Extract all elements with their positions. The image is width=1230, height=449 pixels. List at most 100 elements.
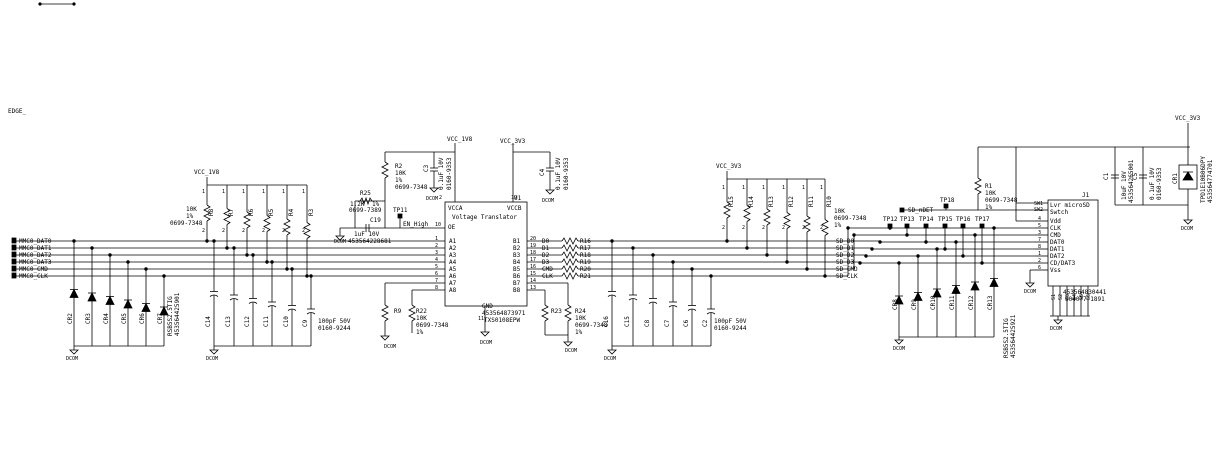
svg-text:10K: 10K [985,190,996,197]
u1-pin-a: A2 [449,245,457,252]
j1-shield-label: S6 [1086,294,1092,300]
pin-num: 2 [742,225,745,231]
u1-pin-num: 6 [435,271,438,277]
svg-text:Lvr microSD: Lvr microSD [1050,202,1090,209]
junction-dot [725,239,729,243]
resistor-body [263,215,271,232]
u1-voltage-translator: VCCA VCCB Voltage Translator OE GND U1 4… [435,143,536,332]
junction-dot [864,254,868,258]
cap-plate [607,294,617,297]
u1-pin-a: A8 [449,287,457,294]
pullup-right-tol: 1% [834,222,842,229]
svg-text:DCOM: DCOM [604,356,616,362]
series-ref: R21 [580,273,591,280]
pin-num: 2 [262,228,265,234]
j1-shield-label: S5 [1079,294,1085,300]
cap-ref: C9 [302,319,309,327]
svg-text:OE: OE [448,224,456,231]
svg-text:1%: 1% [395,177,403,184]
cap-plate [267,305,277,308]
pin-num: 1 [782,185,785,191]
svg-text:1%: 1% [372,201,380,208]
j1-pin-num: 1 [1038,251,1041,257]
u1-pin-a: A4 [449,259,457,266]
series-net: CLK [542,273,553,280]
net-arrow-icon [11,251,17,258]
dcom-ground-2: DCOM [206,346,219,362]
cap-ref: C6 [683,319,690,327]
net-label: MMC0_DAT3 [19,259,52,266]
cap-plate [668,305,678,308]
pin-num: 2 [820,225,823,231]
junction-dot [878,240,882,244]
series-ref: R18 [580,252,591,259]
resistor-body [561,265,579,273]
cap-ref: C14 [205,316,212,327]
esd-ref: CR11 [949,295,956,310]
net-arrow-icon [11,244,17,251]
resistor-body [243,211,251,229]
junction-dot [888,226,892,230]
pullup-ref: R12 [788,196,795,207]
pullup-ref: R10 [826,196,833,207]
cap-mid-pn: 0160-9244 [714,325,747,332]
pin-num: 1 [282,189,285,195]
u1-pin-b: B6 [513,273,521,280]
resistor-r9-r22: DCOM R9 R22 10K 0699-7348 1% DCOM [380,282,492,350]
u1-pin-num: 17 [530,257,536,263]
svg-text:453564265001: 453564265001 [1128,159,1135,203]
cap-plate [687,308,697,311]
svg-text:R9: R9 [394,308,402,315]
svg-text:C4: C4 [539,168,546,176]
j1-pin-label: DAT2 [1050,253,1065,260]
vcc-3v3-rail-u1: VCC_3V3 C4 0.1uF 10V 0160-9353 DCOM [500,138,570,204]
esd-ref: CR8 [892,299,899,310]
pin-num: 1 [262,189,265,195]
junction-dot [980,261,984,265]
svg-text:11: 11 [478,316,484,322]
net-arrow-icon [11,272,17,279]
cap-plate [229,298,239,301]
j1-pin-label: CMD [1050,232,1061,239]
junction-dot [858,261,862,265]
pin-num: 2 [762,225,765,231]
esd-ref: CR5 [121,313,128,324]
sd-net-label: SD_D0 [836,238,854,245]
pin-num: 1 [302,189,305,195]
pullup-right-pn: 0699-7348 [834,215,867,222]
svg-text:1%: 1% [985,204,993,211]
u1-pin-a: A6 [449,273,457,280]
esd-ref: CR7 [157,313,164,324]
net-arrow-icon [11,237,17,244]
testpoint-ref: TP15 [938,216,953,223]
svg-text:DCOM: DCOM [384,344,396,350]
junction-dot [765,253,769,257]
j1-pin-label: CD/DAT3 [1050,260,1076,267]
u1-pin-a: A3 [449,252,457,259]
dcom-ground-4: DCOM [893,337,905,352]
junction-dot [961,254,965,258]
junction-dot [852,233,856,237]
junction-dot [305,274,309,278]
dcom-ground-3: DCOM [604,346,617,362]
j1-pin-label: Vss [1050,267,1061,274]
esd-part-right-2: 453564425921 [1010,314,1017,358]
svg-text:DCOM: DCOM [565,348,577,354]
testpoint-ref: TP13 [900,216,915,223]
svg-text:0.1uF 10V: 0.1uF 10V [1149,167,1156,200]
svg-text:10K: 10K [416,315,427,322]
u1-pin-num: 5 [435,264,438,270]
pin-num: 1 [802,185,805,191]
cap-plate [628,298,638,301]
oe-network: R25 1.2K 1% 0699-7389 C19 1uF 10V 453564… [334,190,445,245]
resistor-body [561,251,579,259]
esd-ref: CR6 [139,313,146,324]
svg-text:EN_High: EN_High [403,221,429,228]
testpoint-ref: TP16 [956,216,971,223]
svg-text:VCC_3V3: VCC_3V3 [716,163,742,170]
pin-num: 2 [222,228,225,234]
svg-text:10K: 10K [575,315,586,322]
